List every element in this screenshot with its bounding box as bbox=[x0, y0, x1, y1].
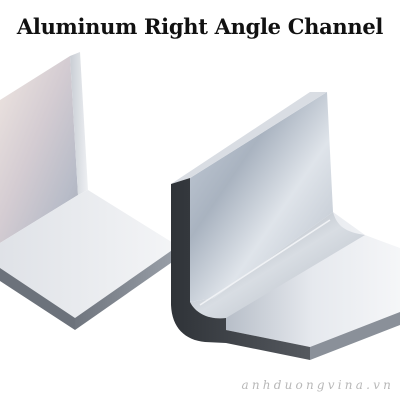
left-channel-base bbox=[0, 190, 178, 318]
left-angle-channel bbox=[0, 52, 178, 330]
right-channel-base bbox=[226, 212, 400, 347]
left-channel-base-side bbox=[75, 246, 178, 330]
right-channel-fillet-highlight bbox=[199, 219, 331, 306]
right-channel-cross-section bbox=[171, 178, 310, 360]
right-channel-fillet bbox=[190, 212, 365, 319]
left-channel-wall bbox=[0, 56, 78, 243]
left-channel-wall-edge bbox=[70, 52, 88, 195]
right-channel-wall-top bbox=[171, 92, 327, 184]
right-channel-base-edge bbox=[310, 312, 400, 360]
watermark-text: anhduongvina.vn bbox=[241, 378, 394, 392]
left-channel-base-edge bbox=[0, 268, 75, 330]
right-angle-channel bbox=[171, 92, 400, 360]
right-channel-wall bbox=[190, 92, 333, 302]
page-title: Aluminum Right Angle Channel bbox=[16, 14, 384, 39]
